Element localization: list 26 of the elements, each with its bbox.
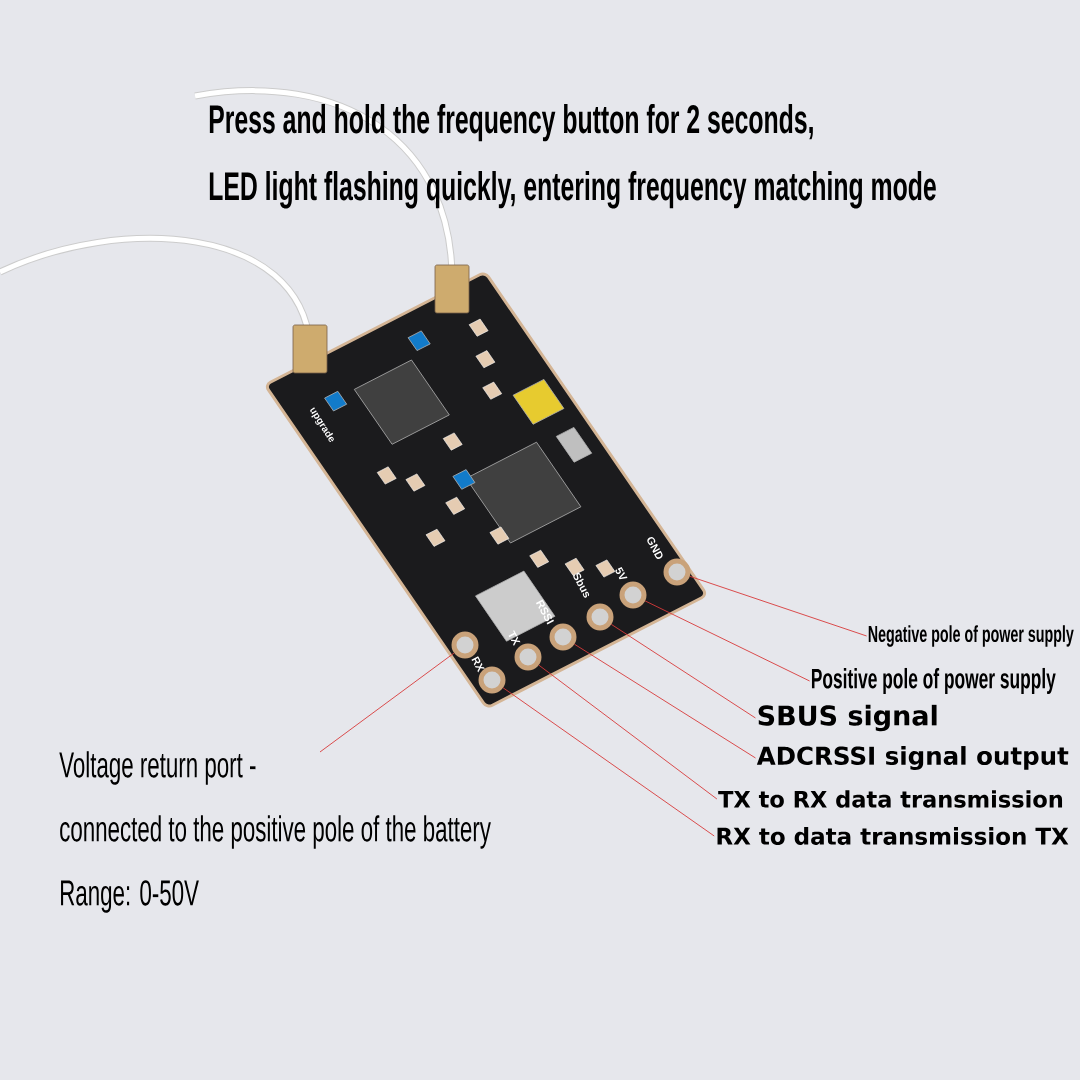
solder-pad <box>586 603 614 631</box>
pin-label: GND <box>647 537 663 559</box>
leader-line <box>319 652 455 753</box>
callout-text: RX to data transmission TX <box>717 827 1069 845</box>
leader-line <box>538 664 718 800</box>
callout-text: Negative pole of power supply <box>868 625 1074 647</box>
solder-pad <box>619 581 647 609</box>
pin-label: TX <box>508 630 521 646</box>
instruction-text: Press and hold the frequency button for 2 seconds, <box>209 104 813 142</box>
leader-line <box>610 623 756 719</box>
callout-text: TX to RX data transmission <box>718 790 1063 808</box>
pin-label: Sbus <box>573 572 590 598</box>
instruction-text: LED light flashing quickly, entering frequency matching mode <box>209 171 936 209</box>
leader-line <box>689 575 868 637</box>
leader-line <box>502 687 715 837</box>
leader-line <box>644 600 811 682</box>
pin-label: 5V <box>615 567 628 580</box>
pin-label: RX <box>471 656 485 673</box>
solder-pad <box>663 558 691 586</box>
callout-text: Voltage return port - connected to the positive pole of the battery Range: 0-50V <box>59 751 491 913</box>
pin-label: RSSI <box>536 599 554 625</box>
callout-text: SBUS signal <box>758 704 937 732</box>
callout-text: ADCRSSI signal output <box>756 746 1069 770</box>
leader-line <box>573 643 756 759</box>
callout-text: Positive pole of power supply <box>811 667 1056 695</box>
solder-pad <box>549 623 577 651</box>
